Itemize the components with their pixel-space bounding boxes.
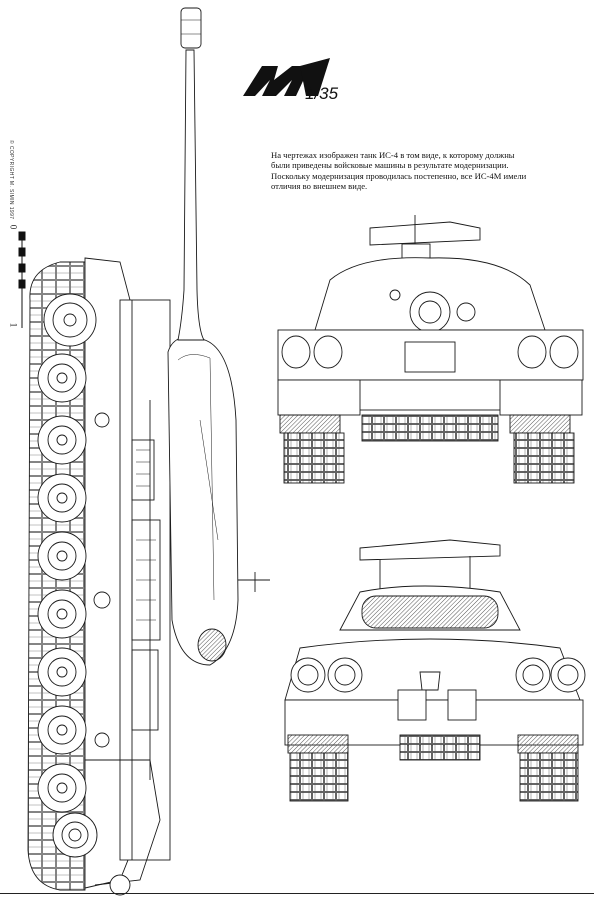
caption-text: На чертежах изображен танк ИС-4 в том ви…: [271, 150, 581, 191]
caption-line: были приведены войсковые машины в резуль…: [271, 160, 509, 171]
front-track-left: [283, 432, 345, 484]
logo-mark: [243, 58, 330, 96]
bottom-rule: [0, 893, 594, 894]
gun-barrel: [177, 49, 205, 341]
scale-bar-one: 1: [8, 322, 19, 328]
rear-view: [284, 539, 586, 802]
scale-bar-zero: 0: [8, 224, 19, 230]
copyright-note: © COPYRIGHT M. SIMIN 1997: [8, 140, 14, 220]
side-view: [27, 7, 270, 896]
turret-top: [167, 336, 239, 666]
rear-track-right: [519, 752, 579, 802]
tarpaulin-roll: [361, 595, 499, 629]
scale-bar: [18, 231, 26, 328]
front-track-right: [513, 432, 575, 484]
road-wheels: [37, 293, 98, 858]
front-view: [277, 215, 584, 484]
caption-line: На чертежах изображен танк ИС-4 в том ви…: [271, 150, 515, 160]
caption-line: Поскольку модернизация проводилась посте…: [271, 170, 527, 181]
scale-label: 1/35: [305, 84, 339, 103]
rear-track-left: [289, 752, 349, 802]
caption-line: отличия во внешнем виде.: [271, 180, 368, 191]
